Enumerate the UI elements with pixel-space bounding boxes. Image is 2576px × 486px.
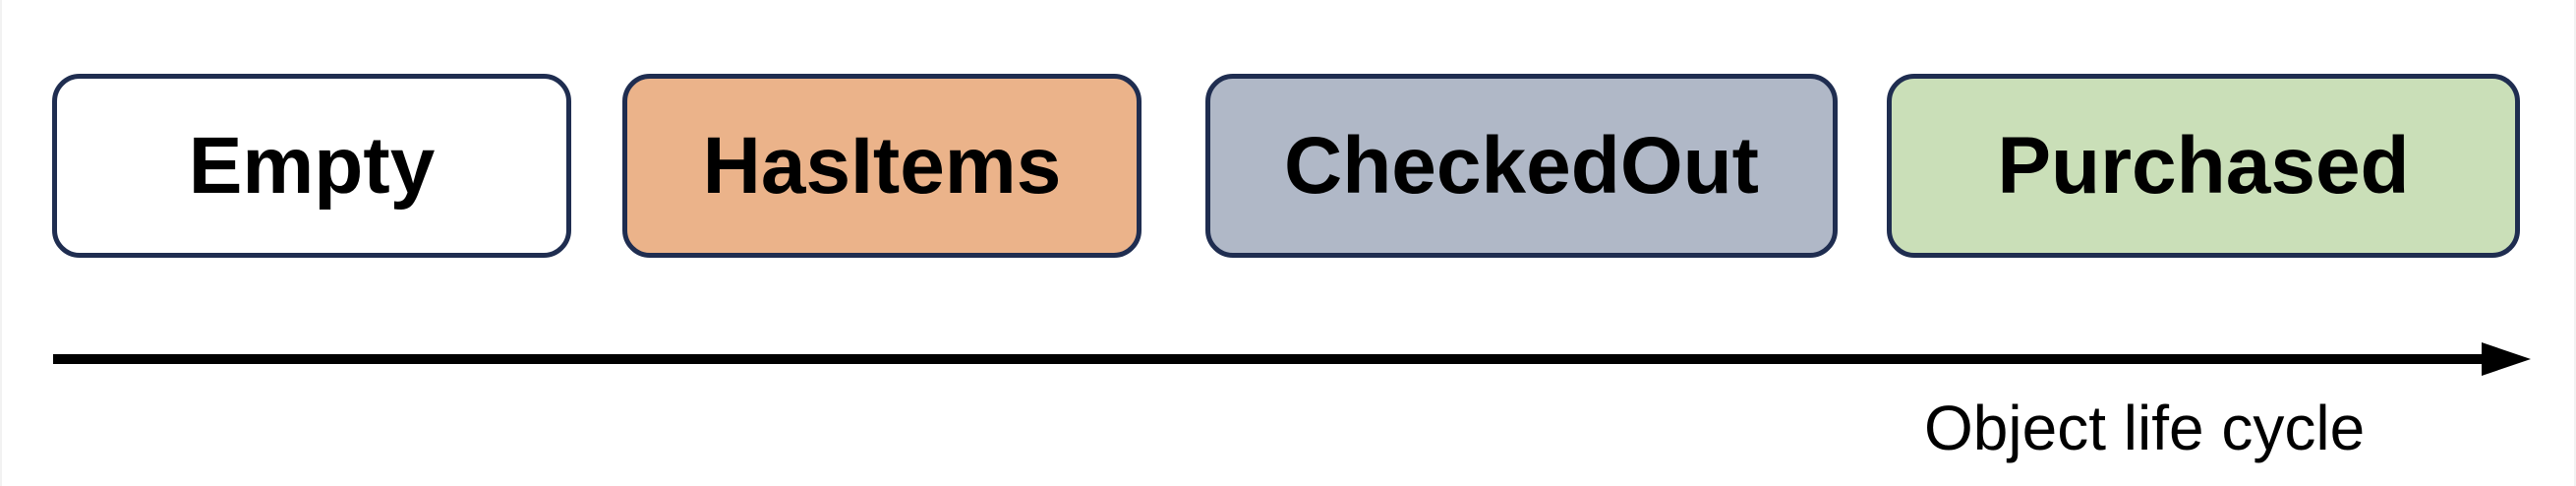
timeline-label: Object life cycle: [1924, 393, 2366, 463]
state-label-hasitems: HasItems: [702, 120, 1062, 211]
state-box-hasitems: HasItems: [622, 74, 1142, 258]
state-box-purchased: Purchased: [1887, 74, 2520, 258]
timeline-arrow-head: [2482, 342, 2531, 376]
state-label-empty: Empty: [188, 120, 436, 211]
state-label-checkedout: CheckedOut: [1284, 120, 1759, 211]
state-box-empty: Empty: [52, 74, 571, 258]
state-box-checkedout: CheckedOut: [1205, 74, 1838, 258]
state-label-purchased: Purchased: [1997, 120, 2410, 211]
timeline-arrow: [53, 342, 2531, 376]
